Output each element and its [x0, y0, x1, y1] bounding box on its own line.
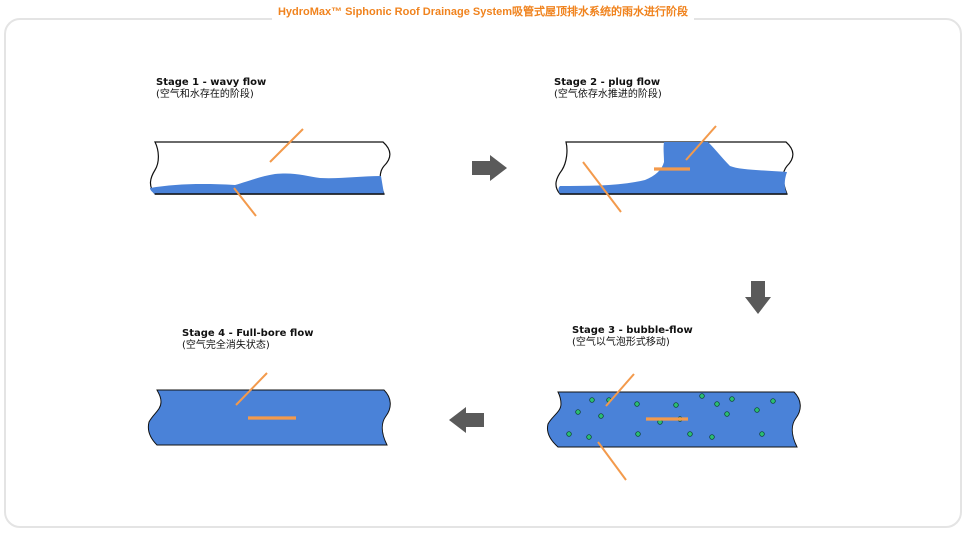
bubble	[635, 431, 641, 437]
stage-3-title: Stage 3 - bubble-flow	[572, 325, 693, 336]
bubble	[589, 397, 595, 403]
stage-2-arrow-out	[582, 161, 622, 213]
bubble	[699, 393, 705, 399]
stage-2-title: Stage 2 - plug flow	[554, 77, 661, 88]
stage-1-water	[150, 173, 384, 194]
arrow-down-icon	[745, 281, 771, 314]
stage-4-label: Stage 4 - Full-bore flow (空气完全消失状态)	[182, 328, 313, 352]
arrow-right-icon	[472, 155, 507, 181]
stage-1-subtitle: (空气和水存在的阶段)	[156, 89, 254, 100]
bubble	[770, 398, 776, 404]
stage-3-pipe	[547, 373, 801, 481]
stage-1-arrow-in	[269, 128, 304, 163]
stage-1-arrow-out	[233, 187, 257, 217]
stage-1-title: Stage 1 - wavy flow	[156, 77, 267, 88]
stage-2-label: Stage 2 - plug flow (空气依存水推进的阶段)	[554, 77, 662, 101]
stage-2-pipe	[555, 125, 794, 213]
diagram-title: HydroMax™ Siphonic Roof Drainage System吸…	[271, 1, 695, 23]
stage-2-subtitle: (空气依存水推进的阶段)	[554, 89, 662, 100]
bubble	[709, 434, 715, 440]
stage-4-pipe	[147, 372, 391, 446]
stage-2-arrow-in	[685, 125, 717, 161]
bubble	[598, 413, 604, 419]
bubble	[566, 431, 572, 437]
bubble	[687, 431, 693, 437]
bubble	[575, 409, 581, 415]
bubble	[634, 401, 640, 407]
stage-1-label: Stage 1 - wavy flow (空气和水存在的阶段)	[156, 77, 266, 101]
bubble	[724, 411, 730, 417]
stage-1-pipe	[149, 128, 391, 217]
stage-3-subtitle: (空气以气泡形式移动)	[572, 337, 670, 348]
stage-4-title: Stage 4 - Full-bore flow	[182, 328, 314, 339]
stage-4-subtitle: (空气完全消失状态)	[182, 340, 270, 351]
bubble	[729, 396, 735, 402]
bubble	[759, 431, 765, 437]
stage-3-label: Stage 3 - bubble-flow (空气以气泡形式移动)	[572, 325, 693, 349]
diagram-title-wrap: HydroMax™ Siphonic Roof Drainage System吸…	[0, 0, 966, 23]
bubble	[754, 407, 760, 413]
stage-4-arrow-in	[235, 372, 268, 406]
bubble	[714, 401, 720, 407]
arrow-left-icon	[449, 407, 484, 433]
bubble	[673, 402, 679, 408]
stage-3-arrow-in	[605, 373, 635, 407]
stage-3-arrow-out	[597, 441, 627, 481]
bubble	[586, 434, 592, 440]
